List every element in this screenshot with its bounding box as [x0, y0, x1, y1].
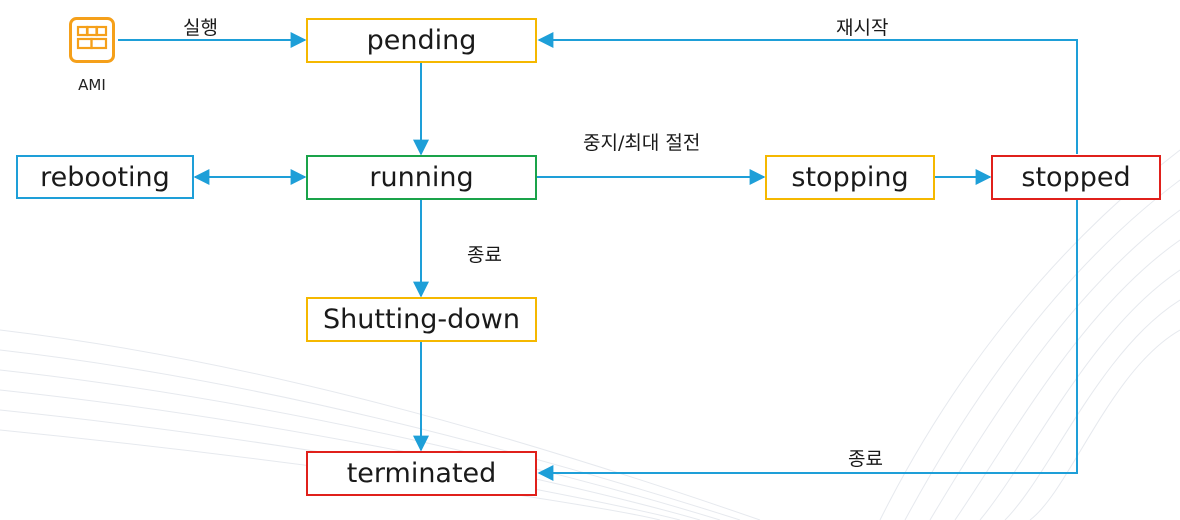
label-launch: 실행	[183, 17, 218, 39]
state-shutting-down: Shutting-down	[306, 297, 537, 342]
arrow-stopped-to-terminated	[537, 200, 1078, 481]
label-terminate-running: 종료	[467, 244, 502, 266]
label-stop-hibernate: 중지/최대 절전	[583, 132, 701, 154]
state-stopping: stopping	[765, 155, 935, 200]
state-stopped: stopped	[991, 155, 1161, 200]
ami-icon	[69, 17, 115, 63]
ami-label: AMI	[78, 76, 106, 94]
state-pending: pending	[306, 18, 537, 63]
state-terminated: terminated	[306, 451, 537, 496]
state-running: running	[306, 155, 537, 200]
state-rebooting: rebooting	[16, 155, 194, 199]
arrow-stopped-to-pending	[537, 32, 1078, 154]
label-restart: 재시작	[836, 17, 889, 39]
label-terminate-stopped: 종료	[848, 448, 883, 470]
